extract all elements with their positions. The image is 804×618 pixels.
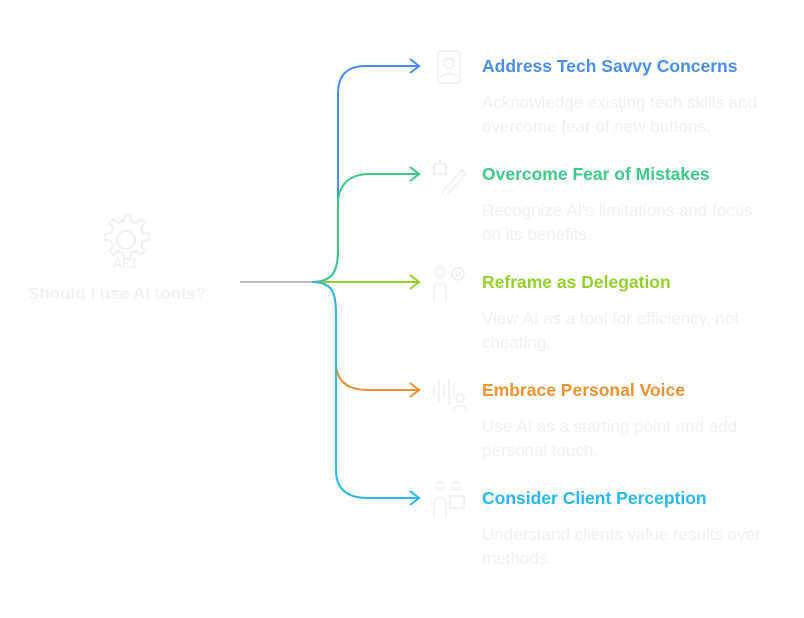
branch-title-4: Embrace Personal Voice — [482, 380, 685, 400]
connector-branch-2 — [311, 173, 420, 283]
connector-branch-5 — [311, 281, 420, 499]
connector-arrow-3 — [409, 274, 421, 290]
connector-branch-4 — [311, 281, 420, 391]
branch-title-5: Consider Client Perception — [482, 488, 707, 508]
person-gears-icon — [433, 266, 465, 300]
connector-arrow-2 — [409, 166, 421, 182]
connector-arrow-1 — [409, 58, 421, 74]
root-question: Should I use AI tools? — [28, 284, 206, 303]
people-presentation-icon — [433, 481, 465, 516]
user-phone-icon — [437, 50, 461, 84]
branch-description-5: Understand clients value results over me… — [482, 525, 761, 568]
branch-description-3: View AI as a tool for efficiency, not ch… — [482, 309, 740, 352]
branch-title-1: Address Tech Savvy Concerns — [482, 56, 738, 76]
branch-description-2: Recognize AI's limitations and focus on … — [482, 201, 753, 244]
robot-pencil-icon — [433, 160, 468, 194]
connector-arrow-4 — [409, 382, 421, 398]
branch-title-3: Reframe as Delegation — [482, 272, 671, 292]
soundwave-person-icon — [433, 378, 467, 410]
svg-text:API: API — [113, 256, 138, 271]
branch-description-1: Acknowledge existing tech skills and ove… — [482, 93, 757, 136]
connector-arrow-5 — [409, 490, 421, 506]
branch-description-4: Use AI as a starting point and add perso… — [482, 417, 738, 460]
gear-api-icon: API — [104, 214, 150, 271]
branch-title-2: Overcome Fear of Mistakes — [482, 164, 710, 184]
